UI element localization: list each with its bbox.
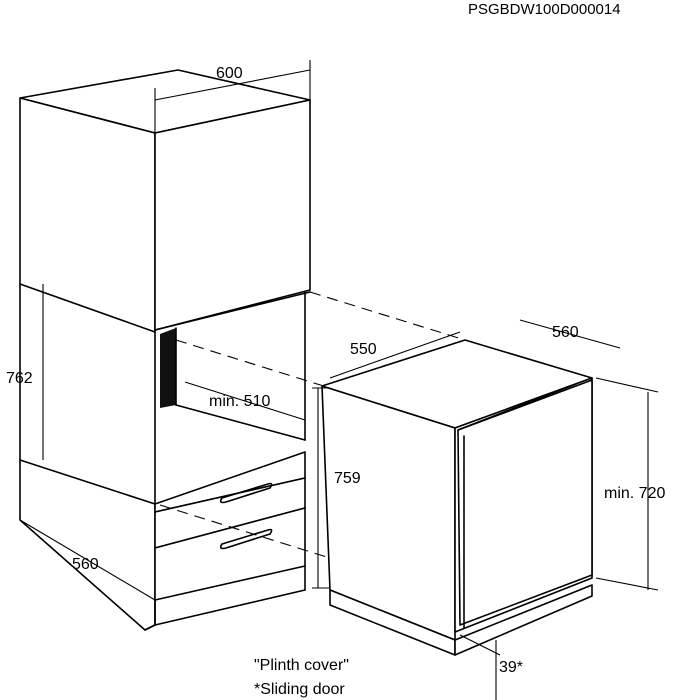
label-min-510: min. 510	[209, 393, 270, 410]
niche-bottom-edge	[19, 459, 156, 505]
plinth-corner	[144, 624, 156, 631]
appliance-door	[457, 379, 593, 626]
note-plinth-cover: "Plinth cover"	[254, 657, 349, 674]
label-759: 759	[334, 470, 361, 487]
dash-top	[309, 291, 466, 341]
niche-front-top	[154, 291, 311, 331]
dimension-labels: 600 762 min. 510 560 550 560 759 min. 72…	[6, 65, 665, 676]
dash-mid	[175, 339, 331, 389]
dim-510-line	[184, 381, 306, 421]
appliance	[321, 339, 593, 656]
drawing-code: PSGBDW100D000014	[468, 1, 621, 18]
dim-560-appliance-line	[519, 319, 621, 349]
upper-drawer-handle	[219, 482, 273, 504]
dimension-lines	[19, 60, 659, 700]
dim-600-line	[154, 69, 311, 101]
label-762: 762	[6, 370, 33, 387]
niche-floor-edge	[175, 404, 306, 441]
cabinet-upper-front	[154, 99, 311, 331]
kitchen-cabinet	[19, 69, 311, 631]
label-39: 39*	[499, 659, 523, 676]
label-600: 600	[216, 65, 243, 82]
dim-560-cabinet-line	[19, 519, 156, 601]
dim-720-ext-top	[595, 377, 659, 393]
dim-39-ext	[459, 634, 501, 656]
dim-720-ext-bottom	[595, 577, 659, 591]
projection-lines	[159, 291, 466, 559]
label-560-cabinet: 560	[72, 556, 99, 573]
dim-550-line	[329, 331, 461, 379]
niche-inner-shadow	[160, 328, 176, 408]
lower-drawer-handle	[219, 528, 273, 550]
label-min-720: min. 720	[604, 485, 665, 502]
door-top-edge	[457, 383, 577, 431]
appliance-base-front	[454, 584, 593, 656]
note-sliding-door: *Sliding door	[254, 681, 345, 698]
cabinet-side-panel	[19, 97, 156, 631]
plinth-bottom	[154, 589, 306, 626]
label-560-appliance: 560	[552, 324, 579, 341]
dash-bottom	[159, 504, 331, 559]
label-550: 550	[350, 341, 377, 358]
